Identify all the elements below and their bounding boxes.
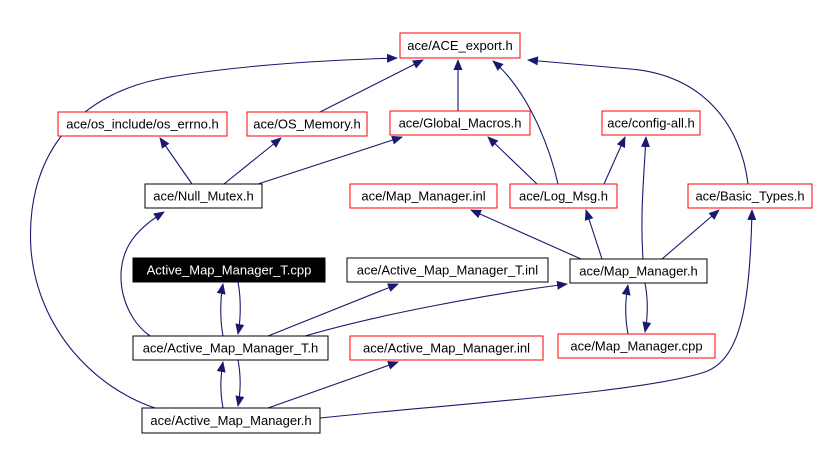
edge-active-map-manager-h-to-basic-types-h xyxy=(319,209,757,419)
node-box-os-include-os-errno-h xyxy=(57,111,228,137)
node-box-ace-export-h xyxy=(399,32,521,59)
node-box-basic-types-h xyxy=(687,183,813,209)
edge-active-map-manager-h-to-active-map-manager-t-h xyxy=(216,361,226,409)
node-active-map-manager-t-h[interactable]: ace/Active_Map_Manager_T.h xyxy=(132,335,329,361)
node-label-map-manager-h: ace/Map_Manager.h xyxy=(579,264,698,279)
node-label-active-map-manager-t-h: ace/Active_Map_Manager_T.h xyxy=(143,341,319,356)
node-label-os-memory-h: ace/OS_Memory.h xyxy=(253,117,360,132)
edge-null-mutex-h-to-os-include-os-errno-h xyxy=(159,137,193,185)
node-null-mutex-h[interactable]: ace/Null_Mutex.h xyxy=(144,183,263,209)
node-label-active-map-manager-inl: ace/Active_Map_Manager.inl xyxy=(363,341,530,356)
node-label-config-all-h: ace/config-all.h xyxy=(607,116,694,131)
node-active-map-manager-inl[interactable]: ace/Active_Map_Manager.inl xyxy=(349,335,544,361)
node-box-active-map-manager-t-cpp xyxy=(132,257,326,283)
node-label-active-map-manager-t-inl: ace/Active_Map_Manager_T.inl xyxy=(357,263,538,278)
node-label-basic-types-h: ace/Basic_Types.h xyxy=(695,189,804,204)
node-active-map-manager-t-inl[interactable]: ace/Active_Map_Manager_T.inl xyxy=(346,257,549,283)
edge-map-manager-h-to-map-manager-cpp xyxy=(642,282,652,333)
node-label-active-map-manager-t-cpp: Active_Map_Manager_T.cpp xyxy=(147,263,312,278)
node-label-null-mutex-h: ace/Null_Mutex.h xyxy=(153,189,253,204)
node-label-map-manager-cpp: ace/Map_Manager.cpp xyxy=(570,339,702,354)
edge-null-mutex-h-to-os-memory-h xyxy=(223,137,282,185)
edge-map-manager-h-to-map-manager-inl xyxy=(470,209,582,260)
edge-map-manager-h-to-log-msg-h xyxy=(584,209,603,260)
node-label-map-manager-inl: ace/Map_Manager.inl xyxy=(361,189,485,204)
node-label-active-map-manager-h: ace/Active_Map_Manager.h xyxy=(150,413,311,428)
edge-log-msg-h-to-ace-export-h xyxy=(492,60,559,185)
node-box-map-manager-h xyxy=(569,258,708,284)
node-box-config-all-h xyxy=(601,110,701,136)
node-box-os-memory-h xyxy=(246,111,368,137)
edge-active-map-manager-t-h-to-map-manager-h xyxy=(304,280,568,337)
node-label-os-include-os-errno-h: ace/os_include/os_errno.h xyxy=(66,117,219,132)
node-log-msg-h[interactable]: ace/Log_Msg.h xyxy=(509,183,618,209)
node-active-map-manager-t-cpp: Active_Map_Manager_T.cpp xyxy=(132,257,326,283)
node-os-memory-h[interactable]: ace/OS_Memory.h xyxy=(246,111,368,137)
node-map-manager-inl[interactable]: ace/Map_Manager.inl xyxy=(349,183,498,209)
edge-active-map-manager-t-cpp-to-active-map-manager-t-h xyxy=(235,281,245,335)
edge-null-mutex-h-to-global-macros-h xyxy=(257,135,403,185)
node-label-ace-export-h: ace/ACE_export.h xyxy=(407,38,513,53)
edge-map-manager-cpp-to-map-manager-h xyxy=(621,284,631,335)
node-map-manager-cpp[interactable]: ace/Map_Manager.cpp xyxy=(557,333,716,359)
node-box-active-map-manager-h xyxy=(141,407,321,434)
edge-log-msg-h-to-config-all-h xyxy=(603,136,626,185)
edge-active-map-manager-t-h-to-active-map-manager-h xyxy=(235,359,245,407)
node-box-active-map-manager-inl xyxy=(349,335,544,361)
edge-os-memory-h-to-ace-export-h xyxy=(319,59,424,113)
node-basic-types-h[interactable]: ace/Basic_Types.h xyxy=(687,183,813,209)
node-label-global-macros-h: ace/Global_Macros.h xyxy=(399,116,522,131)
node-label-log-msg-h: ace/Log_Msg.h xyxy=(519,189,608,204)
node-box-global-macros-h xyxy=(389,110,531,136)
edge-active-map-manager-h-to-active-map-manager-inl xyxy=(267,361,399,409)
edge-map-manager-h-to-basic-types-h xyxy=(661,209,720,260)
edge-active-map-manager-t-h-to-null-mutex-h xyxy=(120,211,165,337)
node-os-include-os-errno-h[interactable]: ace/os_include/os_errno.h xyxy=(57,111,228,137)
node-box-map-manager-cpp xyxy=(557,333,716,359)
node-active-map-manager-h[interactable]: ace/Active_Map_Manager.h xyxy=(141,407,321,434)
node-box-active-map-manager-t-h xyxy=(132,335,329,361)
edge-map-manager-h-to-config-all-h xyxy=(640,136,650,260)
edge-log-msg-h-to-global-macros-h xyxy=(487,136,538,185)
node-global-macros-h[interactable]: ace/Global_Macros.h xyxy=(389,110,531,136)
node-box-null-mutex-h xyxy=(144,183,263,209)
node-box-active-map-manager-t-inl xyxy=(346,257,549,283)
node-ace-export-h[interactable]: ace/ACE_export.h xyxy=(399,32,521,59)
edge-basic-types-h-to-ace-export-h xyxy=(527,56,749,185)
node-config-all-h[interactable]: ace/config-all.h xyxy=(601,110,701,136)
node-box-log-msg-h xyxy=(509,183,618,209)
edge-active-map-manager-t-h-to-active-map-manager-t-inl xyxy=(267,283,399,337)
node-map-manager-h[interactable]: ace/Map_Manager.h xyxy=(569,258,708,284)
edge-active-map-manager-t-h-to-active-map-manager-t-cpp xyxy=(216,283,226,337)
node-box-map-manager-inl xyxy=(349,183,498,209)
